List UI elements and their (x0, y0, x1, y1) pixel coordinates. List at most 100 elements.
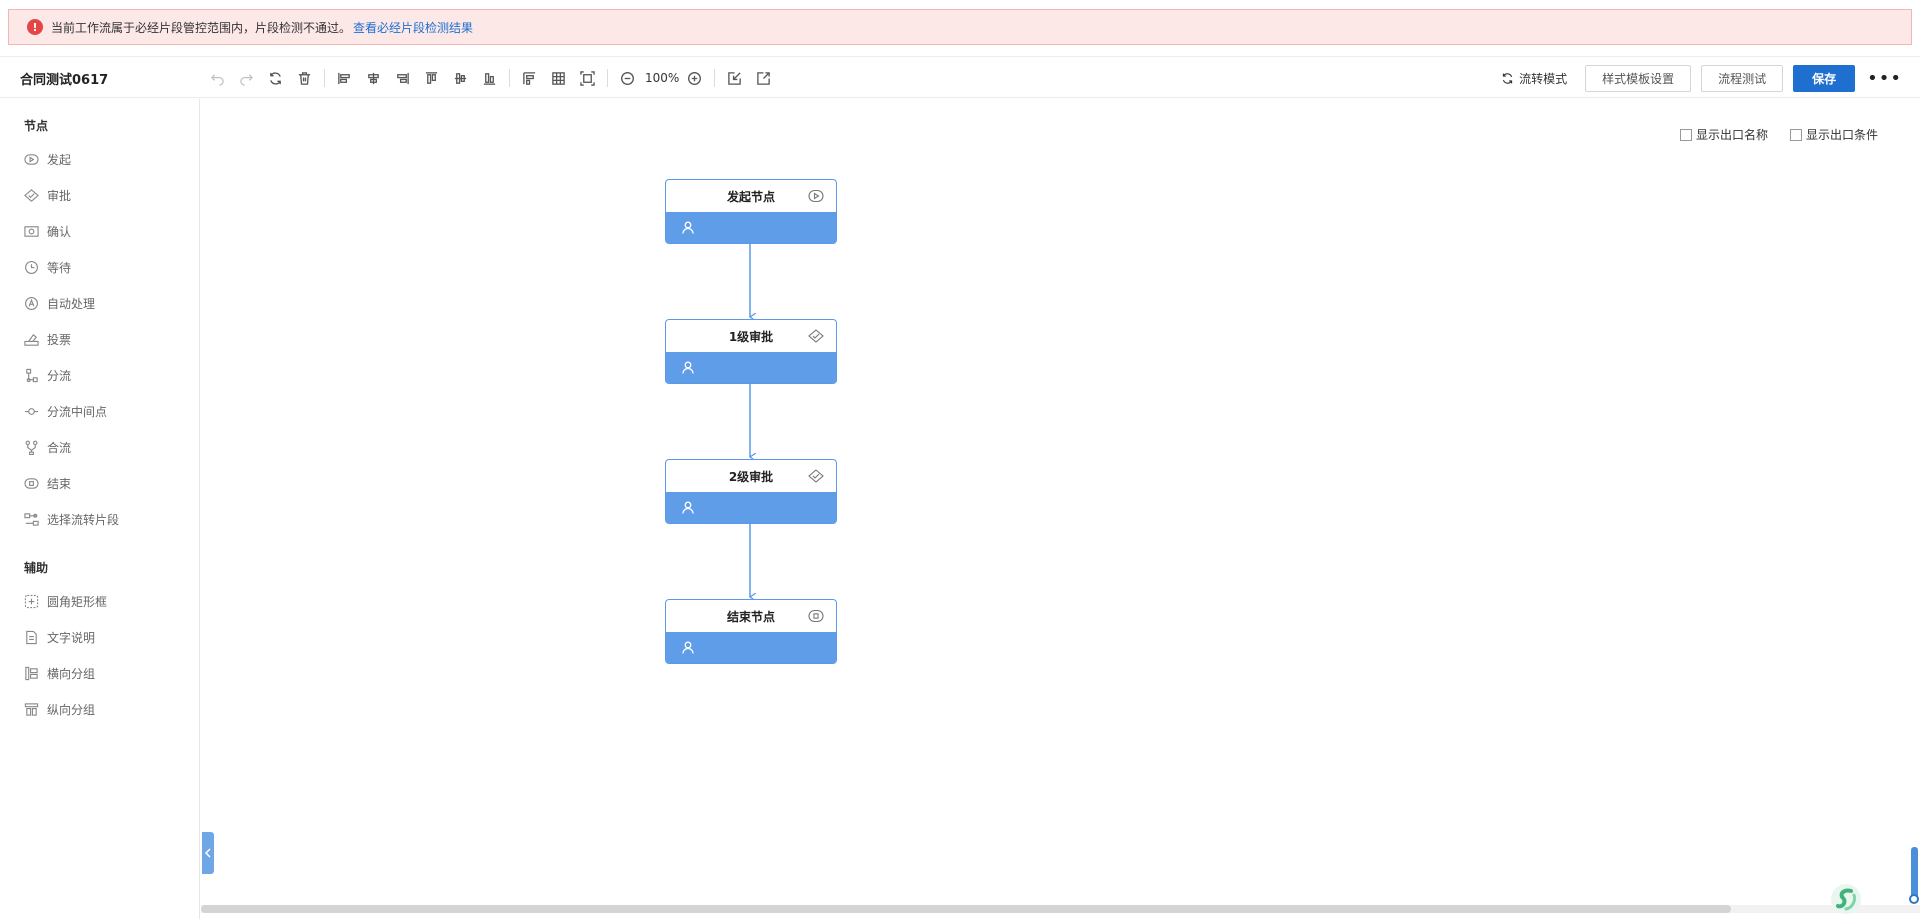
zoom-out-button[interactable] (616, 67, 638, 89)
zoom-out-icon (620, 71, 634, 85)
fit-view-button[interactable] (576, 67, 598, 89)
zoom-in-button[interactable] (683, 67, 705, 89)
layout-icon (522, 71, 535, 85)
align-top-icon (425, 71, 437, 84)
flow-node-approve-level2[interactable]: 2级审批 (665, 459, 837, 524)
palette-item-wait[interactable]: 等待 (24, 259, 71, 276)
delete-button[interactable] (293, 67, 315, 89)
assistant-logo-icon[interactable] (1830, 883, 1862, 915)
align-top-button[interactable] (420, 67, 442, 89)
palette-item-end[interactable]: 结束 (24, 475, 71, 492)
node-palette: 节点 发起 审批 确认 等待 自动处理 投票 分流 分流中间点 合流 结束 (0, 99, 200, 919)
collapse-sidebar-button[interactable] (202, 832, 214, 874)
align-left-button[interactable] (333, 67, 355, 89)
approve-icon (808, 469, 824, 483)
grid-button[interactable] (547, 67, 569, 89)
scroll-knob[interactable] (1909, 894, 1919, 904)
header-actions: 流转模式 样式模板设置 流程测试 保存 ••• (1501, 65, 1902, 92)
palette-item-merge[interactable]: 合流 (24, 439, 71, 456)
align-middle-button[interactable] (449, 67, 471, 89)
align-center-button[interactable] (362, 67, 384, 89)
palette-item-horizontal-group[interactable]: 横向分组 (24, 665, 95, 682)
flow-mode-icon (1502, 73, 1513, 84)
palette-item-rounded-rect[interactable]: 圆角矩形框 (24, 593, 107, 610)
palette-item-vertical-group[interactable]: 纵向分组 (24, 701, 95, 718)
node-title: 结束节点 (726, 609, 775, 624)
redo-button[interactable] (235, 67, 257, 89)
user-icon (682, 221, 694, 234)
checkbox-label: 显示出口条件 (1806, 128, 1879, 142)
palette-item-label: 确认 (47, 225, 72, 239)
editor-tools: 100% (206, 67, 781, 89)
redo-icon (239, 73, 253, 86)
palette-item-text-note[interactable]: 文字说明 (24, 629, 95, 646)
node-header: 结束节点 (666, 600, 836, 632)
node-title: 2级审批 (728, 469, 774, 484)
start-icon (808, 189, 824, 203)
palette-item-label: 分流 (47, 369, 72, 383)
end-icon (24, 478, 39, 489)
branch-icon (26, 368, 38, 383)
palette-item-approve[interactable]: 审批 (24, 187, 71, 204)
palette-item-label: 纵向分组 (47, 703, 96, 717)
palette-item-select-segment[interactable]: 选择流转片段 (24, 511, 119, 528)
style-template-button[interactable]: 样式模板设置 (1585, 65, 1692, 92)
flow-mode-label: 流转模式 (1519, 72, 1568, 86)
show-exit-name-checkbox[interactable]: 显示出口名称 (1680, 126, 1768, 143)
user-icon (682, 641, 694, 654)
align-center-h-icon (367, 72, 379, 84)
node-header: 1级审批 (666, 320, 836, 352)
palette-item-label: 分流中间点 (47, 405, 108, 419)
toolbar-divider (509, 69, 510, 87)
alert-banner: ! 当前工作流属于必经片段管控范围内，片段检测不通过。 查看必经片段检测结果 (8, 9, 1912, 45)
refresh-button[interactable] (264, 67, 286, 89)
more-icon[interactable]: ••• (1867, 67, 1902, 89)
palette-item-label: 等待 (47, 261, 72, 275)
align-right-button[interactable] (391, 67, 413, 89)
vote-icon (24, 333, 39, 346)
show-exit-condition-checkbox[interactable]: 显示出口条件 (1790, 126, 1878, 143)
undo-button[interactable] (206, 67, 228, 89)
rounded-rect-icon (24, 594, 39, 609)
flow-node-start[interactable]: 发起节点 (665, 179, 837, 244)
palette-item-label: 发起 (47, 153, 72, 167)
export-button[interactable] (752, 67, 774, 89)
palette-item-auto-process[interactable]: 自动处理 (24, 295, 95, 312)
text-note-icon (26, 630, 37, 645)
palette-item-vote[interactable]: 投票 (24, 331, 71, 348)
merge-icon (25, 440, 38, 455)
node-body (666, 352, 836, 383)
flow-mode-toggle[interactable]: 流转模式 (1501, 70, 1567, 87)
user-icon (682, 501, 694, 514)
import-button[interactable] (723, 67, 745, 89)
palette-item-branch-midpoint[interactable]: 分流中间点 (24, 403, 107, 420)
palette-item-label: 审批 (47, 189, 72, 203)
node-body (666, 212, 836, 243)
import-icon (728, 71, 741, 85)
auto-process-icon (25, 297, 38, 310)
start-icon (24, 154, 39, 165)
align-bottom-button[interactable] (478, 67, 500, 89)
view-check-result-link[interactable]: 查看必经片段检测结果 (353, 20, 474, 35)
flow-node-approve-level1[interactable]: 1级审批 (665, 319, 837, 384)
horizontal-group-icon (25, 666, 38, 681)
palette-item-label: 圆角矩形框 (47, 595, 108, 609)
flow-canvas[interactable]: 显示出口名称 显示出口条件 发起节点 1级审批 (201, 99, 1920, 919)
node-header: 发起节点 (666, 180, 836, 212)
palette-item-start[interactable]: 发起 (24, 151, 71, 168)
vertical-scrollbar-thumb[interactable] (1911, 847, 1918, 899)
palette-item-label: 文字说明 (47, 631, 96, 645)
palette-item-confirm[interactable]: 确认 (24, 223, 71, 240)
page-title: 合同测试0617 (20, 73, 109, 88)
assist-section-title: 辅助 (24, 561, 49, 575)
segment-icon (24, 513, 39, 526)
save-button[interactable]: 保存 (1793, 65, 1856, 92)
flow-node-end[interactable]: 结束节点 (665, 599, 837, 664)
toolbar: 合同测试0617 (0, 56, 1920, 98)
palette-item-label: 合流 (47, 441, 72, 455)
palette-item-branch[interactable]: 分流 (24, 367, 71, 384)
approve-icon (24, 189, 39, 202)
horizontal-scrollbar-thumb[interactable] (201, 905, 1731, 913)
layout-button[interactable] (518, 67, 540, 89)
flow-test-button[interactable]: 流程测试 (1701, 65, 1784, 92)
